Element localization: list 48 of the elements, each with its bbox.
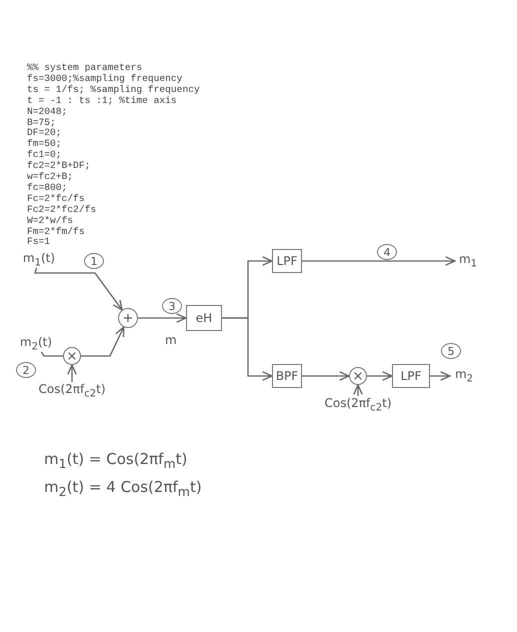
code-line: ts = 1/fs; %sampling frequency: [27, 84, 200, 95]
circled-number: 2: [16, 362, 36, 378]
signal-label: m$_{2}$(t): [14, 336, 58, 352]
circled-number: 1: [84, 253, 104, 269]
code-line: Fc2=2*fc2/fs: [27, 204, 96, 215]
arrow: [138, 313, 187, 323]
code-line: fc2=2*B+DF;: [27, 160, 90, 172]
code-line: N=2048;: [27, 106, 68, 117]
block-box: BPF: [272, 364, 302, 388]
code-line: w=fc2+B;: [27, 171, 74, 182]
circled-number: 5: [441, 343, 461, 359]
equation: m$_{2}$(t) = 4 Cos(2πf$_{m}$t): [44, 478, 202, 499]
block-box: LPF: [392, 364, 430, 388]
signal-label: Cos(2πf$_{c2}$t): [320, 396, 396, 414]
circled-number: 4: [377, 244, 397, 260]
arrow: [67, 364, 77, 382]
code-line: Fm=2*fm/fs: [27, 226, 85, 236]
operator-circle: +: [118, 308, 138, 328]
code-line: fc=800;: [27, 182, 68, 193]
signal-label: m$_{1}$(t): [18, 252, 60, 268]
code-line: t = -1 : ts :1; %time axis: [27, 94, 177, 106]
arrow: [222, 317, 273, 381]
operator-circle: ×: [349, 367, 367, 385]
arrow: [353, 384, 363, 396]
code-line: fc1=0;: [27, 149, 62, 160]
code-line: Fs=1: [27, 236, 50, 248]
code-line: fm=50;: [27, 138, 62, 150]
operator-circle: ×: [63, 347, 81, 365]
arrow: [367, 371, 393, 381]
arrow: [34, 268, 123, 311]
code-line: %% system parameters: [27, 62, 142, 73]
block-box: eH: [186, 305, 222, 331]
code-line: W=2*w/fs: [27, 214, 74, 226]
equation: m$_{1}$(t) = Cos(2πf$_{m}$t): [44, 450, 188, 471]
signal-label: m: [165, 333, 177, 347]
block-box: LPF: [272, 249, 302, 273]
arrow: [430, 371, 451, 381]
signal-label: Cos(2πf$_{c2}$t): [34, 382, 110, 400]
signal-label: m$_{1}$: [455, 253, 481, 269]
arrow: [302, 371, 350, 381]
signal-label: m$_{2}$: [450, 368, 478, 384]
code-line: DF=20;: [27, 127, 62, 138]
code-line: B=75;: [27, 116, 56, 128]
code-line: Fc=2*fc/fs: [27, 192, 85, 204]
code-line: fs=3000;%sampling frequency: [27, 72, 182, 84]
arrow: [302, 256, 456, 266]
circled-number: 3: [162, 298, 182, 314]
arrow: [81, 326, 124, 357]
